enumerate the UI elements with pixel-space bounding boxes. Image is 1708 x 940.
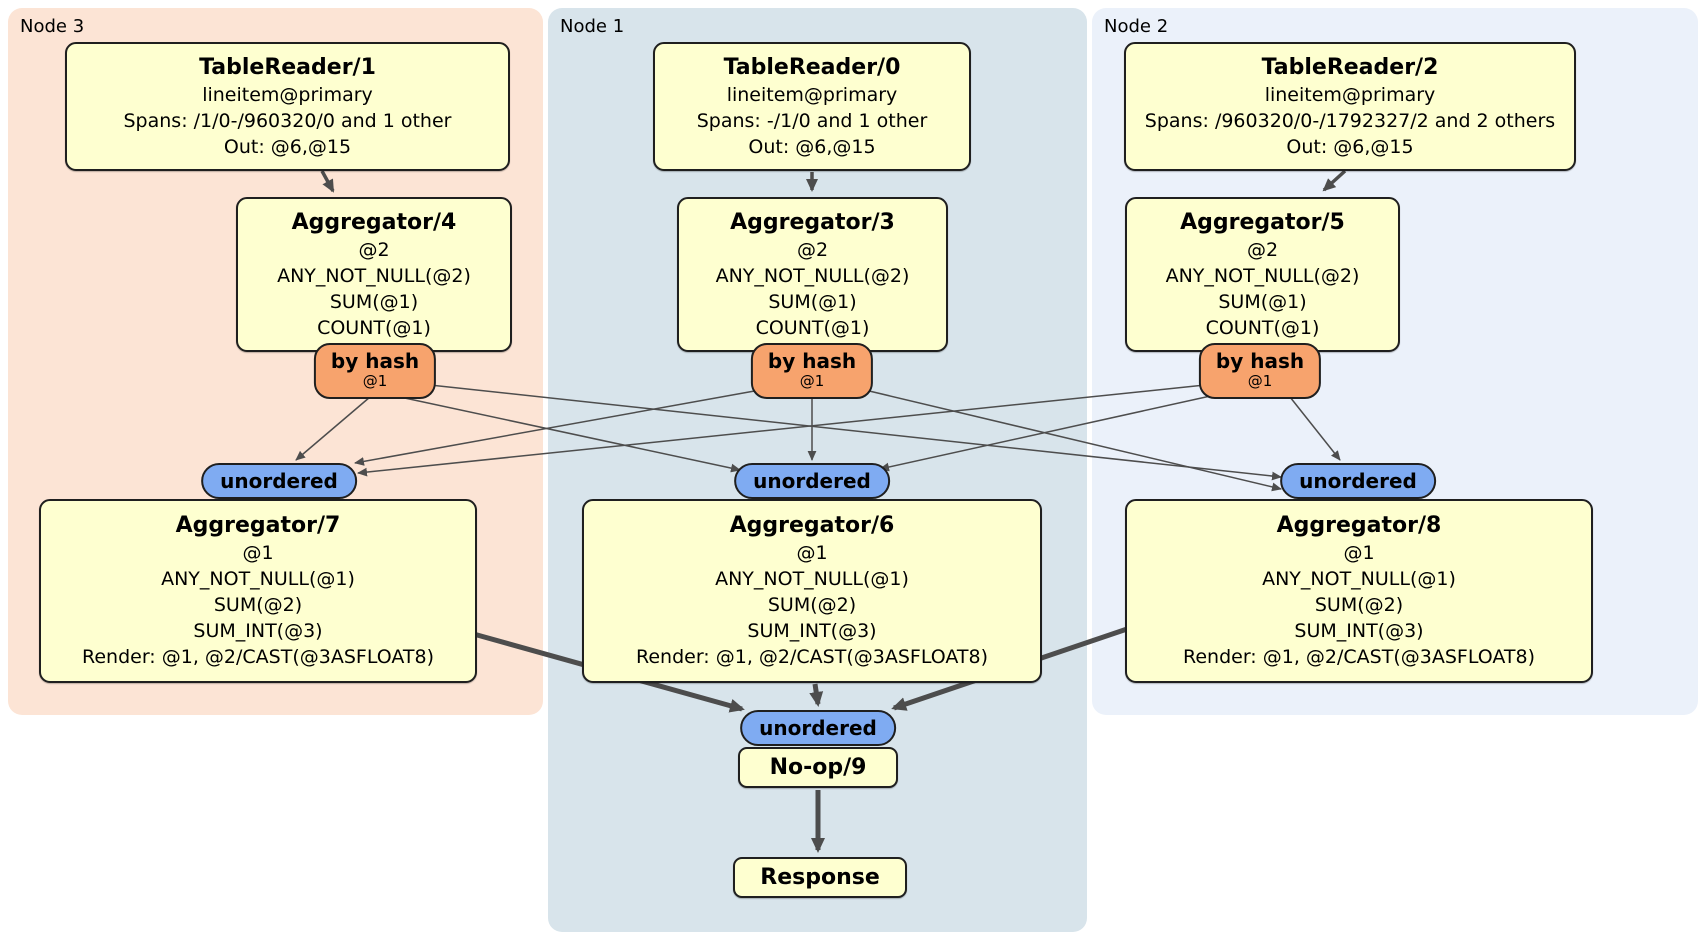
badge-sub: @1	[1247, 372, 1273, 390]
node-title: Aggregator/5	[1180, 209, 1345, 235]
node-title: TableReader/0	[723, 54, 901, 80]
edge-hash3-un3	[295, 396, 371, 461]
by-hash-badge-node1: by hash @1	[750, 343, 874, 399]
badge-label: by hash	[330, 349, 420, 373]
tablereader-1-node: TableReader/1 lineitem@primary Spans: /1…	[65, 42, 510, 171]
edge-hash2-un1	[879, 394, 1216, 472]
response-node: Response	[733, 857, 907, 898]
aggregator-5-node: Aggregator/5 @2 ANY_NOT_NULL(@2) SUM(@1)…	[1125, 197, 1400, 352]
edge-tr2-agg5	[1322, 169, 1347, 192]
node-detail: SUM(@2)	[213, 594, 303, 616]
badge-sub: @1	[362, 372, 388, 390]
node-detail: lineitem@primary	[202, 83, 373, 106]
node-title: TableReader/1	[199, 54, 376, 80]
node-detail: @2	[796, 238, 829, 261]
node-detail: @1	[1343, 542, 1375, 564]
node-detail: SUM(@1)	[1218, 290, 1307, 313]
unordered-badge-node1: unordered	[734, 463, 890, 499]
node-title: Aggregator/8	[1276, 513, 1442, 538]
node-detail: SUM(@1)	[329, 290, 419, 313]
node-detail: COUNT(@1)	[317, 316, 431, 339]
edge-hash1-un3	[354, 389, 761, 466]
by-hash-badge-node3: by hash @1	[313, 343, 437, 399]
node-title: Aggregator/6	[729, 513, 895, 538]
badge-label: by hash	[767, 349, 857, 373]
node-detail: SUM_INT(@3)	[747, 620, 877, 642]
unordered-badge-node3: unordered	[201, 463, 357, 499]
edge-hash3-un1	[399, 396, 741, 473]
node-detail: COUNT(@1)	[755, 316, 870, 339]
edge-hash3-un2	[429, 384, 1282, 481]
aggregator-6-node: Aggregator/6 @1 ANY_NOT_NULL(@1) SUM(@2)…	[582, 499, 1042, 683]
node-detail: Out: @6,@15	[1286, 135, 1414, 158]
badge-label: unordered	[1299, 469, 1417, 493]
node-detail: ANY_NOT_NULL(@1)	[1262, 568, 1456, 590]
node-detail: ANY_NOT_NULL(@2)	[715, 264, 910, 287]
node-detail: lineitem@primary	[1264, 83, 1436, 106]
tablereader-0-node: TableReader/0 lineitem@primary Spans: -/…	[653, 42, 971, 171]
badge-label: unordered	[759, 716, 877, 740]
edge-hash1-un2	[864, 389, 1282, 492]
by-hash-badge-node2: by hash @1	[1198, 343, 1322, 399]
badge-label: by hash	[1215, 349, 1305, 373]
node-detail: COUNT(@1)	[1205, 316, 1320, 339]
node-detail: Render: @1, @2/CAST(@3ASFLOAT8)	[636, 646, 988, 668]
aggregator-8-node: Aggregator/8 @1 ANY_NOT_NULL(@1) SUM(@2)…	[1125, 499, 1593, 683]
node-detail: ANY_NOT_NULL(@2)	[1165, 264, 1360, 287]
region-node3-label: Node 3	[20, 16, 85, 37]
node-title: Aggregator/3	[730, 209, 895, 235]
node-detail: ANY_NOT_NULL(@1)	[715, 568, 909, 590]
node-detail: @2	[1246, 238, 1279, 261]
edge-agg6-unfinal	[809, 683, 824, 707]
node-detail: SUM_INT(@3)	[193, 620, 323, 642]
node-detail: Out: @6,@15	[748, 135, 876, 158]
unordered-badge-final: unordered	[740, 710, 896, 746]
node-detail: Render: @1, @2/CAST(@3ASFLOAT8)	[1183, 646, 1535, 668]
node-detail: ANY_NOT_NULL(@2)	[277, 264, 471, 287]
region-node1-label: Node 1	[560, 16, 625, 37]
node-detail: SUM(@2)	[1314, 594, 1404, 616]
node-detail: lineitem@primary	[726, 83, 898, 106]
region-node2-label: Node 2	[1104, 16, 1169, 37]
node-detail: @2	[358, 238, 390, 261]
badge-label: unordered	[220, 469, 338, 493]
aggregator-4-node: Aggregator/4 @2 ANY_NOT_NULL(@2) SUM(@1)…	[236, 197, 512, 352]
node-title: Aggregator/4	[291, 209, 457, 235]
badge-label: unordered	[753, 469, 871, 493]
node-detail: SUM_INT(@3)	[1294, 620, 1424, 642]
node-title: Response	[760, 864, 880, 890]
aggregator-3-node: Aggregator/3 @2 ANY_NOT_NULL(@2) SUM(@1)…	[677, 197, 948, 352]
noop-9-node: No-op/9	[738, 747, 898, 788]
node-detail: Spans: /960320/0-/1792327/2 and 2 others	[1144, 109, 1556, 132]
badge-sub: @1	[799, 372, 825, 390]
node-detail: @1	[796, 542, 828, 564]
aggregator-7-node: Aggregator/7 @1 ANY_NOT_NULL(@1) SUM(@2)…	[39, 499, 477, 683]
unordered-badge-node2: unordered	[1280, 463, 1436, 499]
node-detail: Render: @1, @2/CAST(@3ASFLOAT8)	[82, 646, 434, 668]
node-detail: SUM(@2)	[767, 594, 857, 616]
node-detail: Spans: /1/0-/960320/0 and 1 other	[123, 109, 452, 132]
edge-tr1-agg4	[320, 170, 335, 193]
node-title: Aggregator/7	[175, 513, 341, 538]
node-detail: @1	[242, 542, 274, 564]
node-title: TableReader/2	[1261, 54, 1439, 80]
node-detail: SUM(@1)	[768, 290, 857, 313]
node-detail: ANY_NOT_NULL(@1)	[161, 568, 355, 590]
node-detail: Out: @6,@15	[223, 135, 352, 158]
node-title: No-op/9	[769, 754, 867, 780]
node-detail: Spans: -/1/0 and 1 other	[696, 109, 928, 132]
tablereader-2-node: TableReader/2 lineitem@primary Spans: /9…	[1124, 42, 1576, 171]
edge-hash2-un3	[357, 384, 1206, 477]
edge-hash2-un2	[1289, 396, 1341, 461]
